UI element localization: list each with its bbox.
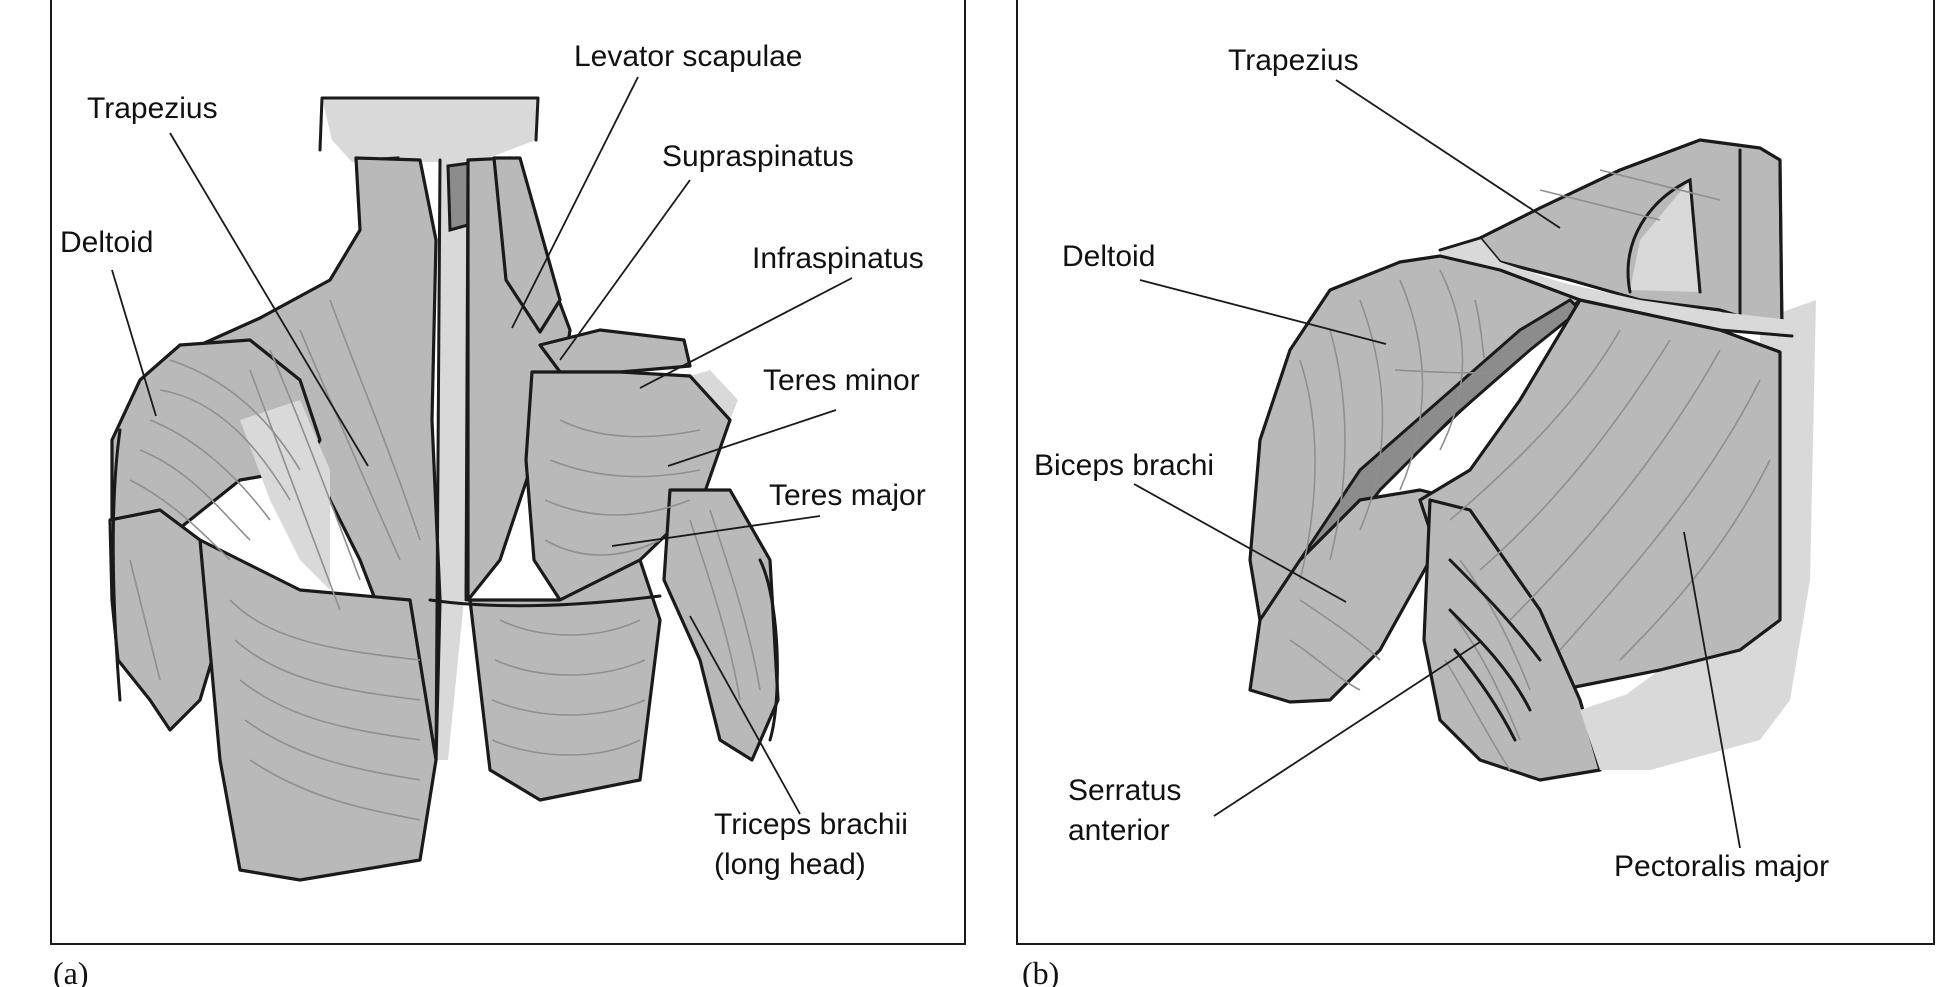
leader-teres-major: [611, 515, 821, 547]
panel-b: Trapezius Deltoid Biceps brachi Serratus…: [1016, 0, 1935, 987]
leader-infraspinatus: [639, 277, 853, 389]
label-teres-major: Teres major: [769, 479, 926, 512]
panel-a-tag: (a): [53, 955, 89, 987]
leader-levator-scapulae: [511, 76, 639, 329]
leader-triceps: [689, 615, 801, 815]
label-trapezius-b: Trapezius: [1228, 44, 1359, 77]
leader-trapezius-b: [1335, 79, 1561, 229]
panel-a-illustration: [108, 96, 780, 882]
leader-deltoid-a: [111, 269, 157, 417]
label-biceps: Biceps brachi: [1034, 449, 1214, 482]
panel-a-frame: [50, 0, 966, 945]
leader-trapezius-a: [169, 132, 369, 467]
label-supraspinatus: Supraspinatus: [662, 140, 854, 173]
leader-deltoid-b: [1139, 279, 1387, 345]
label-triceps-line2: (long head): [714, 848, 866, 881]
panel-b-illustration: [1248, 138, 1816, 782]
label-levator-scapulae: Levator scapulae: [574, 40, 803, 73]
leader-teres-minor: [667, 409, 837, 467]
panel-b-tag: (b): [1022, 955, 1059, 987]
leader-pectoralis: [1683, 531, 1741, 849]
leader-biceps: [1133, 483, 1347, 603]
leader-supraspinatus: [559, 179, 691, 361]
label-trapezius-a: Trapezius: [87, 92, 218, 125]
label-serratus-line2: anterior: [1068, 814, 1170, 847]
panel-b-frame: [1016, 0, 1935, 945]
label-teres-minor: Teres minor: [763, 364, 920, 397]
label-infraspinatus: Infraspinatus: [752, 242, 924, 275]
label-triceps-line1: Triceps brachii: [714, 808, 908, 841]
label-deltoid-a: Deltoid: [60, 226, 153, 259]
panel-a: Levator scapulae Trapezius Supraspinatus…: [50, 0, 966, 987]
label-pectoralis: Pectoralis major: [1614, 850, 1829, 883]
leader-serratus: [1213, 641, 1481, 817]
label-deltoid-b: Deltoid: [1062, 240, 1155, 273]
label-serratus-line1: Serratus: [1068, 774, 1181, 807]
